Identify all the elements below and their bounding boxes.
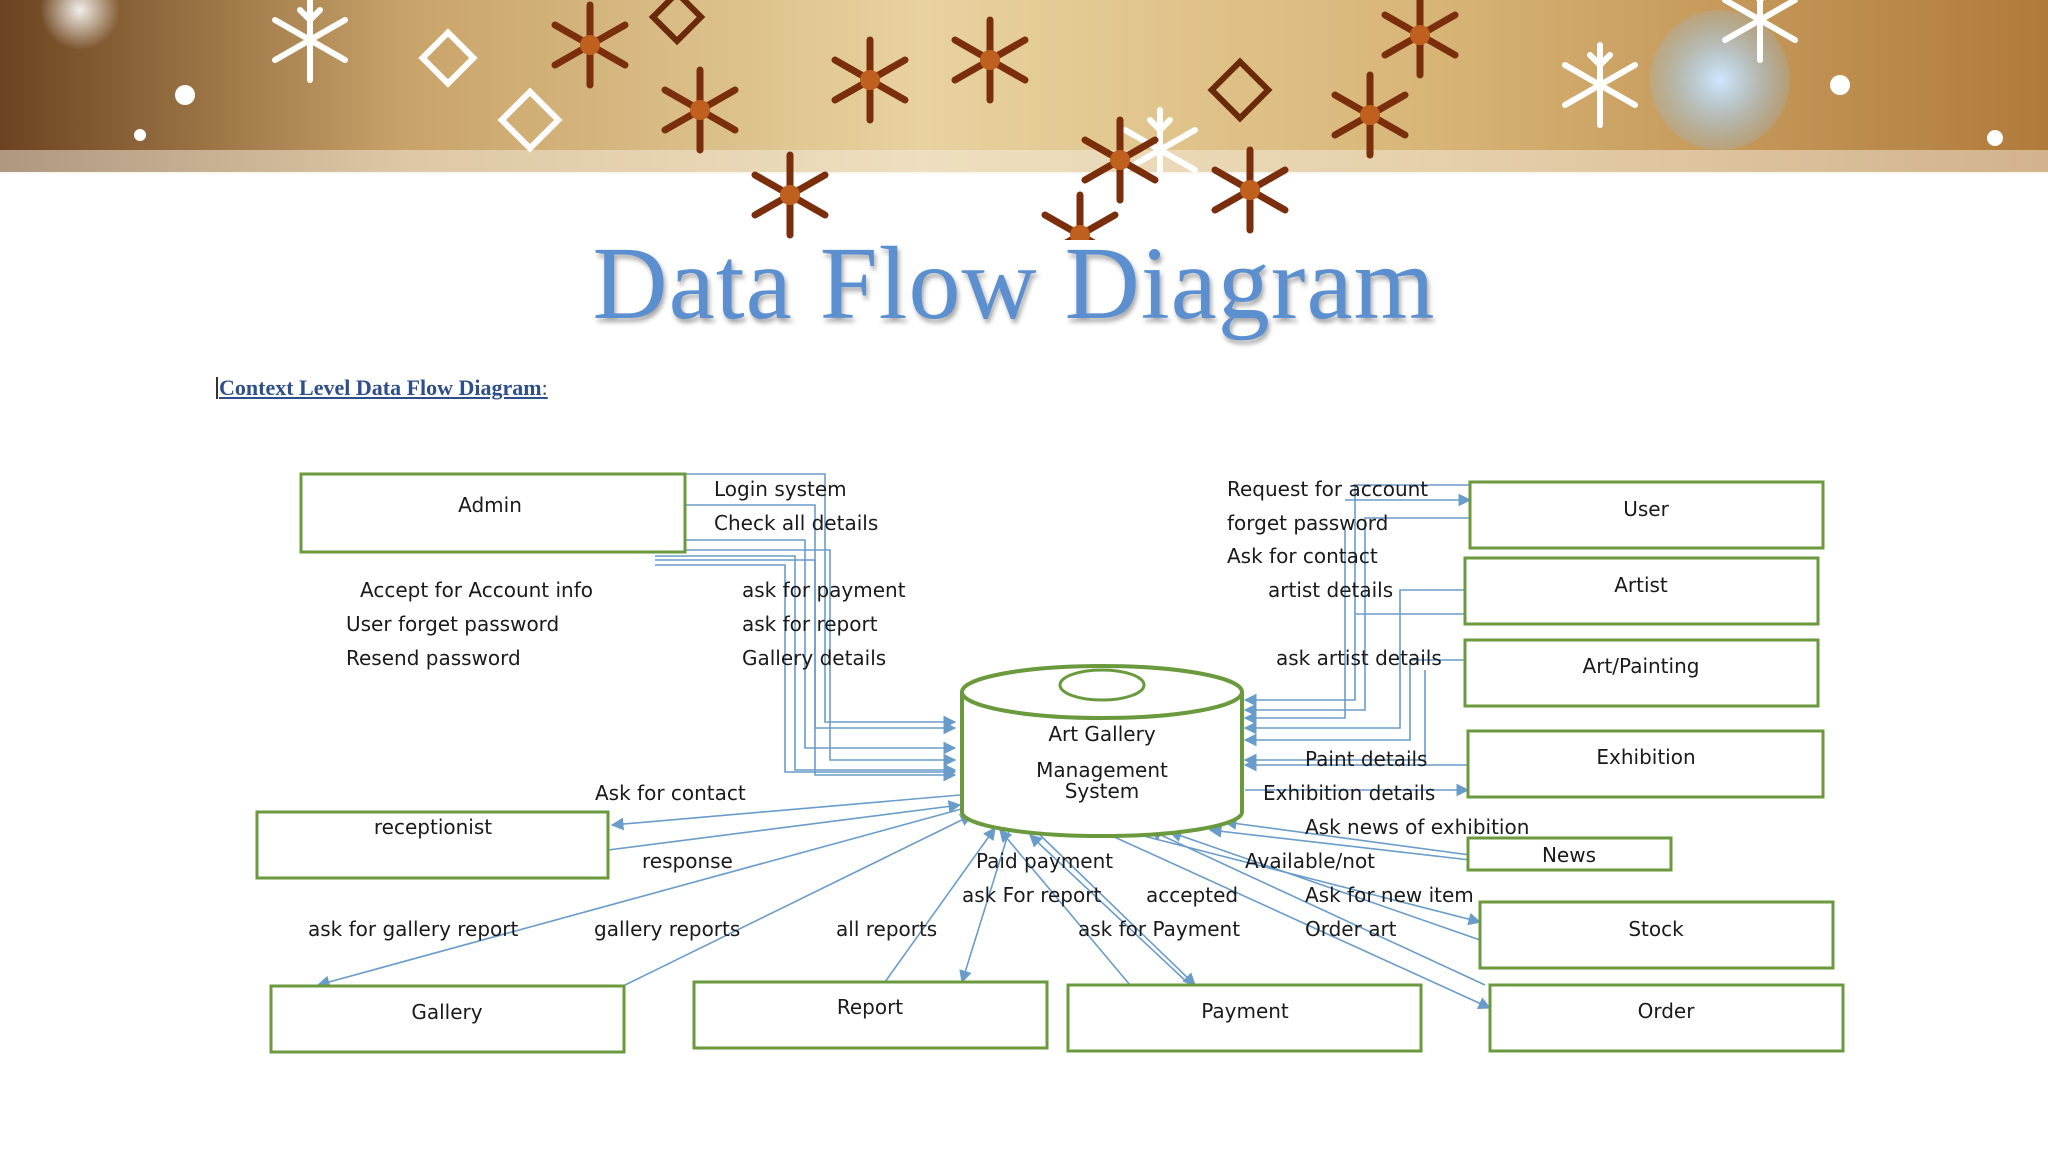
- flow-label: ask for report: [742, 612, 878, 636]
- flow-label: Request for account: [1227, 477, 1428, 501]
- process-art-gallery-system: Art Gallery Management System: [960, 664, 1244, 838]
- entity-stock-label: Stock: [1628, 917, 1684, 941]
- winter-banner-image: [0, 0, 2048, 240]
- flow-label: Resend password: [346, 646, 521, 670]
- entity-artist: Artist: [1463, 556, 1820, 626]
- text-cursor: [216, 377, 218, 399]
- entity-artist-label: Artist: [1614, 573, 1668, 597]
- flow-labels: Login system Check all details Accept fo…: [308, 477, 1529, 941]
- entity-payment: Payment: [1066, 983, 1423, 1053]
- entity-user-label: User: [1623, 497, 1669, 521]
- entity-stock: Stock: [1478, 900, 1835, 970]
- entity-report-label: Report: [837, 995, 903, 1019]
- flow-label: ask for Payment: [1078, 917, 1240, 941]
- entity-report: Report: [692, 980, 1049, 1050]
- entity-exhibition: Exhibition: [1466, 729, 1825, 799]
- process-label-line2: Management: [1036, 758, 1168, 782]
- flow-label: Available/not: [1245, 849, 1375, 873]
- entity-admin: Admin: [299, 472, 687, 554]
- flow-label: Ask news of exhibition: [1305, 815, 1529, 839]
- flow-label: gallery reports: [594, 917, 740, 941]
- entity-order: Order: [1488, 983, 1845, 1053]
- flow-label: ask for gallery report: [308, 917, 519, 941]
- entity-admin-label: Admin: [458, 493, 522, 517]
- entity-gallery: Gallery: [269, 984, 626, 1054]
- flow-label: Order art: [1305, 917, 1397, 941]
- flow-label: accepted: [1146, 883, 1238, 907]
- flow-label: Check all details: [714, 511, 878, 535]
- entity-receptionist-label: receptionist: [374, 815, 492, 839]
- entity-news-label: News: [1542, 843, 1596, 867]
- flow-label: Paint details: [1305, 747, 1427, 771]
- flow-label: Gallery details: [742, 646, 886, 670]
- entity-art-painting-label: Art/Painting: [1583, 654, 1700, 678]
- flow-label: artist details: [1268, 578, 1393, 602]
- flow-label: Ask for contact: [595, 781, 746, 805]
- flow-label: forget password: [1227, 511, 1388, 535]
- entity-payment-label: Payment: [1201, 999, 1289, 1023]
- entity-user: User: [1468, 480, 1825, 550]
- entity-art-painting: Art/Painting: [1463, 638, 1820, 708]
- flow-lines: [316, 473, 1497, 1010]
- entity-order-label: Order: [1638, 999, 1696, 1023]
- flow-label: ask For report: [962, 883, 1101, 907]
- diagram-heading: Context Level Data Flow Diagram:: [216, 375, 548, 401]
- flow-label: Ask for contact: [1227, 544, 1378, 568]
- slide-title: Data Flow Diagram: [592, 226, 1436, 341]
- flow-label: Exhibition details: [1263, 781, 1435, 805]
- entity-receptionist: receptionist: [255, 810, 610, 880]
- process-label-line1: Art Gallery: [1048, 722, 1155, 746]
- process-label-line3: System: [1065, 779, 1140, 803]
- flow-label: User forget password: [346, 612, 559, 636]
- flow-label: response: [642, 849, 733, 873]
- flow-label: Paid payment: [976, 849, 1113, 873]
- flow-label: all reports: [836, 917, 937, 941]
- flow-label: Ask for new item: [1305, 883, 1474, 907]
- flow-label: ask for payment: [742, 578, 906, 602]
- flow-label: Login system: [714, 477, 847, 501]
- flow-label: ask artist details: [1276, 646, 1442, 670]
- entity-gallery-label: Gallery: [411, 1000, 482, 1024]
- flow-label: Accept for Account info: [360, 578, 593, 602]
- entity-exhibition-label: Exhibition: [1596, 745, 1695, 769]
- entity-news: News: [1466, 836, 1673, 872]
